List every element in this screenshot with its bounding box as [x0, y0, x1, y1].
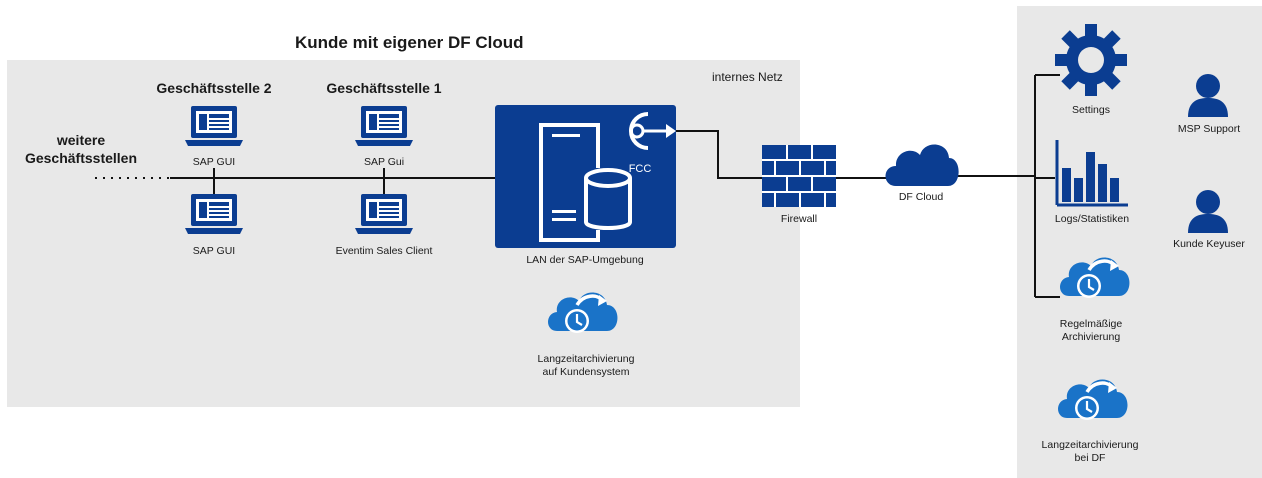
branch-1-label: Geschäftsstelle 1: [326, 80, 442, 96]
laptop-icon: [185, 106, 243, 146]
key-user-label: Kunde Keyuser: [1173, 238, 1245, 250]
more-branches-label-2: Geschäftsstellen: [24, 150, 138, 166]
df-cloud-icon: [885, 144, 959, 186]
firewall-icon: [762, 145, 836, 207]
internal-network-label: internes Netz: [712, 70, 783, 84]
df-cloud-label: DF Cloud: [898, 191, 944, 203]
client-label: SAP GUI: [192, 245, 236, 257]
settings-gear-icon: [1055, 24, 1127, 96]
laptop-icon: [355, 194, 413, 234]
longterm-archive-cloud-clock-icon: [1056, 377, 1130, 422]
longterm-archive-label-2: bei DF: [1074, 452, 1106, 464]
local-archive-label-1: Langzeitarchivierung: [537, 353, 635, 365]
diagram-title: Kunde mit eigener DF Cloud: [295, 33, 524, 52]
regular-archive-label-2: Archivierung: [1061, 331, 1121, 343]
laptop-icon: [185, 194, 243, 234]
msp-support-person-icon: [1188, 74, 1228, 117]
logs-label: Logs/Statistiken: [1054, 213, 1130, 225]
regular-archive-label-1: Regelmäßige: [1059, 318, 1123, 330]
lan-label: LAN der SAP-Umgebung: [526, 254, 644, 266]
settings-label: Settings: [1072, 104, 1110, 116]
laptop-icon: [355, 106, 413, 146]
client-label: SAP GUI: [192, 156, 236, 168]
branch-2-label: Geschäftsstelle 2: [156, 80, 272, 96]
regular-archive-cloud-clock-icon: [1058, 255, 1132, 300]
statistics-chart-icon: [1055, 140, 1128, 207]
firewall-label: Firewall: [780, 213, 818, 225]
more-branches-label-1: weitere: [56, 132, 106, 148]
df-services-panel: [1017, 6, 1262, 478]
longterm-archive-label-1: Langzeitarchivierung: [1041, 439, 1139, 451]
client-label: Eventim Sales Client: [335, 245, 433, 257]
client-label: SAP Gui: [363, 156, 405, 168]
local-archive-label-2: auf Kundensystem: [542, 366, 630, 378]
msp-support-label: MSP Support: [1177, 123, 1241, 135]
key-user-person-icon: [1188, 190, 1228, 233]
fcc-label: FCC: [628, 163, 652, 175]
sap-lan-server-icon: [495, 105, 676, 248]
fcc-to-firewall-line: [675, 130, 762, 179]
archive-cloud-clock-icon: [546, 290, 620, 335]
